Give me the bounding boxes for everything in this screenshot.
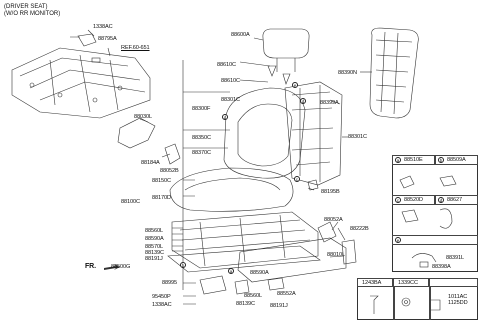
floor-panel-drawing bbox=[11, 47, 151, 119]
part-label: 88139C bbox=[145, 250, 164, 256]
reference-label: REF.60-651 bbox=[121, 45, 150, 51]
table-cell bbox=[392, 195, 435, 205]
callout-circle: a bbox=[228, 268, 234, 274]
back-panel-drawing bbox=[369, 27, 419, 119]
part-label: 88590A bbox=[250, 270, 269, 276]
table-part-code: 88398A bbox=[432, 264, 451, 270]
part-label: 88100C bbox=[121, 199, 140, 205]
part-label: 88560L bbox=[145, 228, 164, 234]
part-label: 88399A bbox=[320, 100, 339, 106]
side-shield-88030l bbox=[117, 117, 156, 149]
bracket-88795a bbox=[77, 33, 97, 47]
part-label: 88560L bbox=[244, 293, 263, 299]
seat-frame-track bbox=[167, 211, 321, 273]
table-cell bbox=[392, 235, 478, 245]
header-monitor: (W/O RR MONITOR) bbox=[4, 11, 61, 17]
table-cell bbox=[435, 155, 478, 165]
front-direction-label: FR. bbox=[85, 263, 96, 270]
part-label: 88390N bbox=[338, 70, 357, 76]
part-label: 88052A bbox=[324, 217, 343, 223]
part-label: 88052B bbox=[160, 168, 179, 174]
table-callout: b bbox=[438, 157, 444, 163]
part-label: 88170D bbox=[152, 195, 171, 201]
callout-circle: b bbox=[180, 262, 186, 268]
part-label: 88590A bbox=[145, 236, 164, 242]
part-label: 88301C bbox=[221, 97, 240, 103]
part-label: 88191J bbox=[270, 303, 288, 309]
part-label: 88552A bbox=[277, 291, 296, 297]
table-divider bbox=[393, 287, 395, 320]
part-label: 88995 bbox=[162, 280, 178, 286]
callout-circle: c bbox=[294, 176, 300, 182]
table-part-code: 88510E bbox=[404, 157, 423, 163]
part-label: 88195B bbox=[321, 189, 340, 195]
part-label: 88370C bbox=[192, 150, 211, 156]
part-label: 88795A bbox=[98, 36, 117, 42]
table-callout: c bbox=[395, 197, 401, 203]
fastener-code: 1125DD bbox=[448, 300, 468, 306]
table-part-code: 88520D bbox=[404, 197, 423, 203]
table-cell bbox=[357, 278, 393, 287]
part-label: 88300F bbox=[192, 106, 211, 112]
fastener-code: 1011AC bbox=[448, 294, 468, 300]
part-label: 88570L bbox=[145, 244, 164, 250]
table-part-code: 88391L bbox=[446, 255, 465, 261]
side-cover-88010l bbox=[237, 237, 347, 283]
headrest-drawing bbox=[262, 28, 310, 72]
parts-table bbox=[392, 155, 478, 272]
table-cell bbox=[429, 278, 478, 287]
front-arrow bbox=[104, 264, 120, 270]
part-label: 88610C bbox=[221, 78, 240, 84]
table-cell bbox=[392, 155, 435, 165]
table-callout: e bbox=[395, 237, 401, 243]
part-label: 88030L bbox=[134, 114, 153, 120]
part-label: 95450P bbox=[152, 294, 171, 300]
part-label: 88600A bbox=[231, 32, 250, 38]
callout-circle: e bbox=[292, 82, 298, 88]
part-label: 1338AC bbox=[152, 302, 172, 308]
part-label: 88222B bbox=[350, 226, 369, 232]
part-label: 88500G bbox=[111, 264, 131, 270]
part-label: 88139C bbox=[236, 301, 255, 307]
part-label: 88191J bbox=[145, 256, 163, 262]
table-callout: d bbox=[438, 197, 444, 203]
part-label: 88350C bbox=[192, 135, 211, 141]
table-part-code: 88509A bbox=[447, 157, 466, 163]
back-cushion bbox=[223, 87, 306, 179]
table-cell bbox=[435, 195, 478, 205]
table-cell bbox=[393, 278, 429, 287]
seat-back-frame bbox=[284, 81, 343, 186]
part-label: 1338AC bbox=[93, 24, 113, 30]
fastener-code: 1339CC bbox=[398, 280, 418, 286]
callout-circle: d bbox=[222, 114, 228, 120]
part-label: 88301C bbox=[348, 134, 367, 140]
seat-cushion bbox=[169, 167, 294, 212]
table-callout: a bbox=[395, 157, 401, 163]
table-part-code: 88627 bbox=[447, 197, 463, 203]
table-divider bbox=[429, 287, 431, 320]
part-label: 88610C bbox=[217, 62, 236, 68]
callout-circle: d bbox=[300, 98, 306, 104]
part-label: 88184A bbox=[141, 160, 160, 166]
part-label: 88150C bbox=[152, 178, 171, 184]
fastener-code: 1243BA bbox=[362, 280, 382, 286]
header-driver-seat: (DRIVER SEAT) bbox=[4, 4, 48, 10]
part-label: 88010L bbox=[327, 252, 346, 258]
